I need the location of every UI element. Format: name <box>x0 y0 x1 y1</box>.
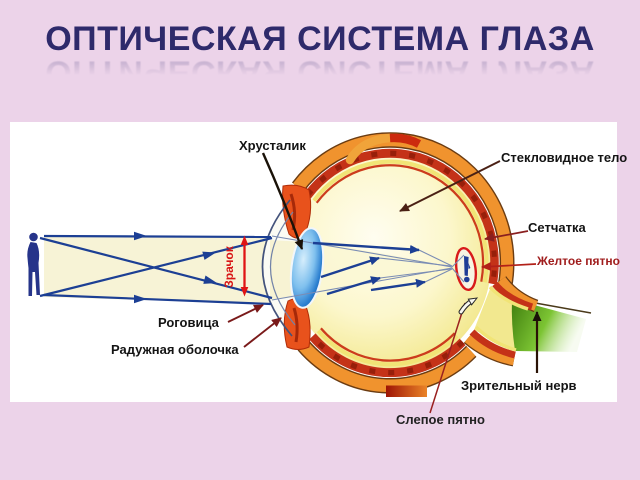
yellow-spot-leader <box>481 262 537 271</box>
cornea-leader <box>227 304 264 323</box>
light-rays <box>39 231 465 306</box>
iris <box>282 184 312 350</box>
blind-spot-leader <box>429 302 466 414</box>
label-vitreous-body: Стекловидное тело <box>501 150 628 165</box>
eyeball-interior <box>289 156 516 370</box>
label-pupil: Зрачок <box>222 246 236 288</box>
lens-leader <box>261 152 304 250</box>
label-blind-spot: Слепое пятно <box>396 412 485 427</box>
label-yellow-spot: Желтое пятно <box>537 254 620 268</box>
label-retina: Сетчатка <box>528 220 586 235</box>
slide-title: ОПТИЧЕСКАЯ СИСТЕМА ГЛАЗА <box>45 20 595 58</box>
person-silhouette <box>27 232 40 296</box>
retina-leader <box>484 230 529 242</box>
sclera-swoosh-decor <box>345 133 427 397</box>
eye-wall <box>291 132 539 397</box>
label-lens: Хрусталик <box>239 138 306 153</box>
inner-ray-arrows <box>312 241 426 296</box>
inverted-image-figure <box>464 256 471 283</box>
nerve-channel-wall <box>463 276 539 367</box>
label-leaders <box>227 152 542 414</box>
label-cornea: Роговица <box>158 315 219 330</box>
blind-spot-arrow <box>458 297 479 315</box>
label-optic-nerve: Зрительный нерв <box>461 378 577 393</box>
ray-arrowheads <box>134 231 217 304</box>
iris-leader <box>243 317 282 348</box>
label-iris: Радужная оболочка <box>111 342 239 357</box>
eye-front <box>261 184 325 350</box>
title-block: ОПТИЧЕСКАЯ СИСТЕМА ГЛАЗА ОПТИЧЕСКАЯ СИСТ… <box>0 20 640 91</box>
vitreous-leader <box>399 160 501 212</box>
pupil-size-arrow <box>240 235 249 297</box>
